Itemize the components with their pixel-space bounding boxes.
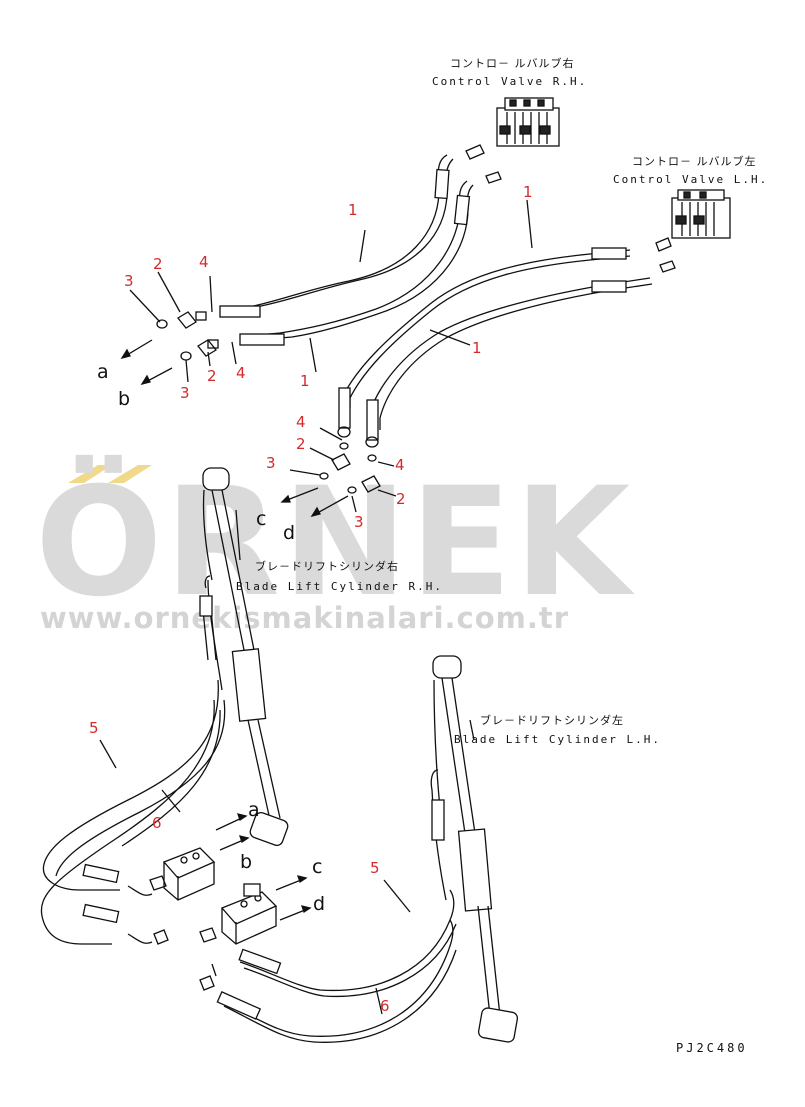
control-valve-rh-label-jp: コントロ－ ルバルブ右 xyxy=(450,57,575,70)
port-label-b: b xyxy=(118,388,131,410)
callout-3: 3 xyxy=(354,513,364,531)
blade-lift-cylinder-lh-label-jp: ブレ－ドリフトシリンダ左 xyxy=(480,714,624,727)
control-valve-lh-label: Control Valve L.H. xyxy=(613,173,769,186)
blade-lift-cylinder-rh-graphic xyxy=(199,467,289,846)
callout-6: 6 xyxy=(380,997,390,1015)
callout-6: 6 xyxy=(152,814,162,832)
port-label-d: d xyxy=(283,522,296,544)
callout-3: 3 xyxy=(266,454,276,472)
port-label-a: a xyxy=(248,799,260,821)
callout-1: 1 xyxy=(472,339,482,357)
callout-3: 3 xyxy=(124,272,134,290)
control-valve-rh-label: Control Valve R.H. xyxy=(432,75,588,88)
callout-1: 1 xyxy=(523,183,533,201)
control-valve-lh-graphic xyxy=(655,189,731,273)
callout-1: 1 xyxy=(300,372,310,390)
blade-lift-cylinder-rh-label-jp: ブレ－ドリフトシリンダ右 xyxy=(255,560,399,573)
callout-4: 4 xyxy=(395,456,405,474)
watermark-url: www.ornekismakinalari.com.tr xyxy=(40,601,570,635)
blade-lift-cylinder-lh-label: Blade Lift Cylinder L.H. xyxy=(454,733,661,746)
callout-3: 3 xyxy=(180,384,190,402)
callout-5: 5 xyxy=(89,719,99,737)
callout-4: 4 xyxy=(236,364,246,382)
port-label-c: c xyxy=(312,856,323,878)
port-label-c: c xyxy=(256,508,267,530)
callout-2: 2 xyxy=(153,255,163,273)
valve-block-1-graphic xyxy=(149,813,250,945)
callout-4: 4 xyxy=(199,253,209,271)
callout-4: 4 xyxy=(296,413,306,431)
port-label-a: a xyxy=(97,361,109,383)
callout-2: 2 xyxy=(296,435,306,453)
blade-lift-cylinder-lh-graphic xyxy=(430,655,519,1043)
watermark-accent-marks xyxy=(68,465,152,483)
watermark-brand: ÖRNEK xyxy=(35,456,633,630)
drawing-code: PJ2C480 xyxy=(676,1041,748,1055)
callout-2: 2 xyxy=(207,367,217,385)
callout-1: 1 xyxy=(348,201,358,219)
control-valve-lh-label-jp: コントロ－ ルバルブ左 xyxy=(632,155,757,168)
callout-2: 2 xyxy=(396,490,406,508)
blade-lift-cylinder-rh-label: Blade Lift Cylinder R.H. xyxy=(236,580,443,593)
valve-block-2-graphic xyxy=(199,875,312,991)
port-label-b: b xyxy=(240,851,253,873)
port-label-d: d xyxy=(313,893,326,915)
control-valve-rh-graphic xyxy=(465,97,560,184)
callout-5: 5 xyxy=(370,859,380,877)
